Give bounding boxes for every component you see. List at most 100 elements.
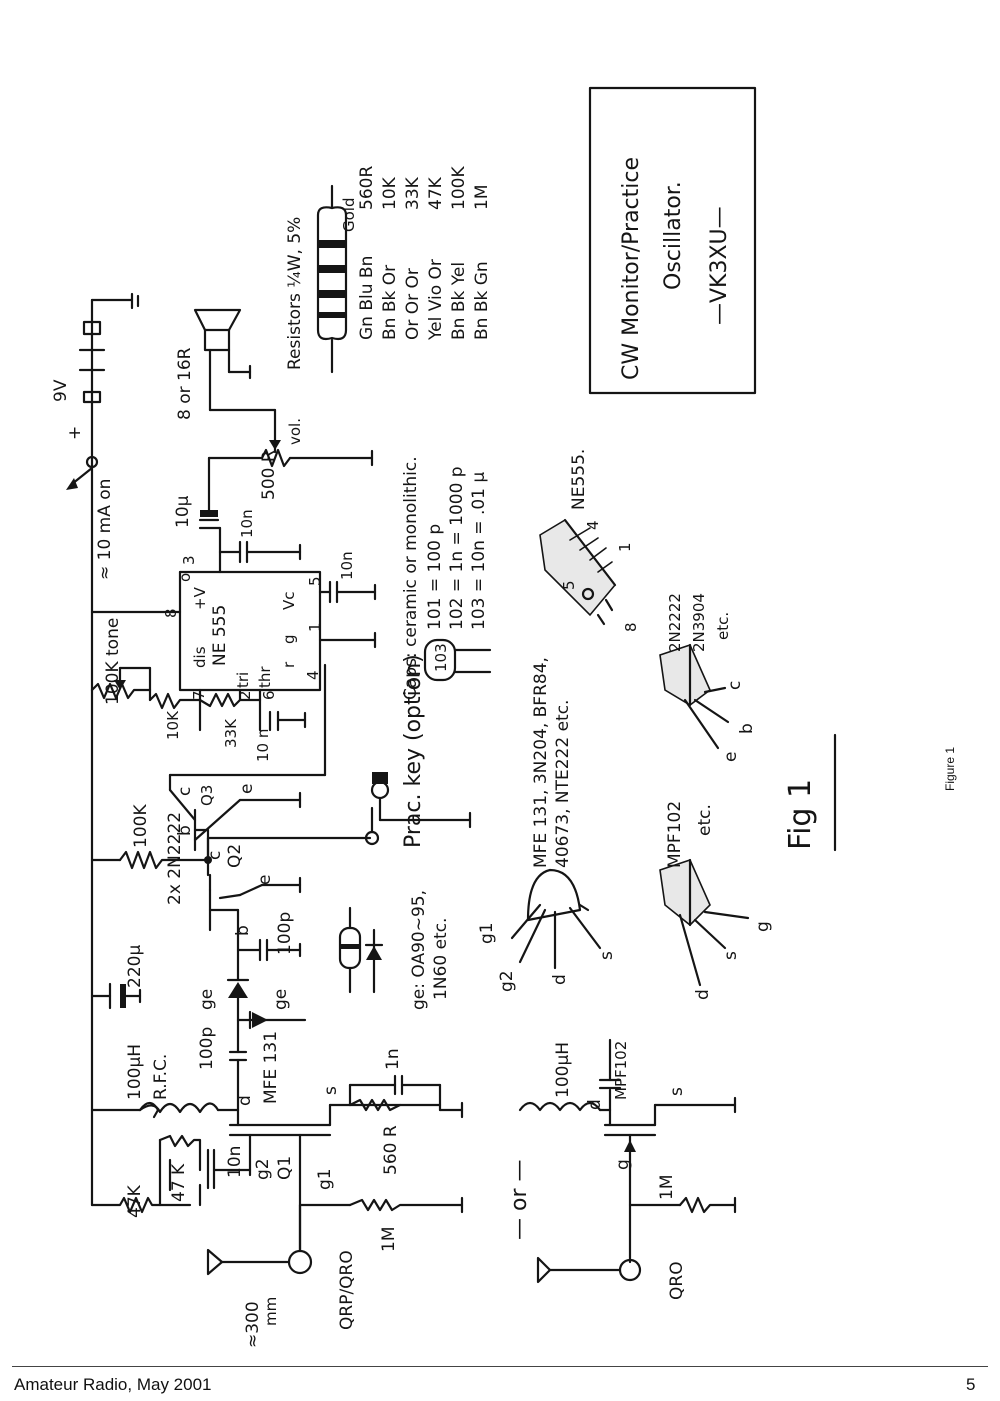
ne555-pin-4: 4 — [584, 520, 602, 530]
ne555-pin-8: 8 — [622, 622, 640, 632]
resistors-title: Resistors ¼W, 5% — [285, 217, 305, 370]
ne555-package-drawing — [539, 518, 617, 626]
q2-q3-section — [90, 663, 472, 932]
page-number: 5 — [966, 1375, 976, 1394]
ic-pin-4: 4 — [304, 670, 322, 680]
alt-q-label: MPF102 — [612, 1041, 630, 1100]
jfet-pin-s: s — [721, 951, 741, 960]
c10n-a-label: 10n — [225, 1146, 245, 1178]
ge-note-line1: ge: OA90~95, — [409, 890, 429, 1010]
caps-code-2: 102 = 1n = 1000 p — [447, 466, 467, 630]
antenna-length-num: ≈300 — [243, 1301, 263, 1348]
bjt-pin-b: b — [737, 723, 757, 734]
bjt-pin-c: c — [725, 681, 745, 690]
mosfet-pinout-drawing — [510, 868, 602, 970]
or-separator: — or — — [507, 1160, 532, 1241]
ic-pin-1: 1 — [306, 622, 324, 632]
resistor-value-1: 560R — [357, 166, 377, 210]
ne555-section — [90, 308, 377, 732]
r1m-label: 1M — [379, 1227, 399, 1252]
battery-plus: + — [65, 426, 85, 440]
ne555-pin-1: 1 — [616, 542, 634, 552]
bjt-pin-e: e — [721, 752, 741, 762]
bjt-label-3: etc. — [714, 612, 732, 640]
rfc-value-label: 100μH — [125, 1044, 145, 1100]
caps-code-drawing: 103 — [432, 643, 450, 672]
resistor-code-5: Bn Bk Yel — [449, 262, 469, 340]
ge-diode-drawing — [338, 906, 384, 994]
resistor-value-3: 33K — [403, 176, 423, 210]
prac-key-label: Prac. key (option) — [401, 654, 426, 848]
c220u-label: 220μ — [125, 945, 145, 988]
fig-label: Fig 1 — [783, 779, 818, 850]
ic-pin-7: 7 — [190, 690, 208, 700]
ic-pin-dis: dis — [191, 646, 209, 668]
q1-name-label: Q1 — [275, 1156, 295, 1180]
alt-g-label: g — [613, 1159, 633, 1170]
figure-caption-text: Figure 1 — [943, 746, 958, 792]
mosfet-pin-d: d — [550, 974, 570, 985]
ic-pin-o: o — [176, 573, 194, 582]
mosfet-pin-s: s — [597, 951, 617, 960]
alt-mpf102-circuit — [518, 1038, 737, 1284]
ic-pin-5: 5 — [306, 576, 324, 586]
ge-diode1-label: ge — [197, 989, 217, 1010]
ge-note-line2: 1N60 etc. — [431, 918, 451, 1000]
footer-rule — [12, 1366, 988, 1367]
rfc-name-label: R.F.C. — [151, 1054, 171, 1100]
ceramic-cap-drawing — [423, 638, 492, 682]
mosfet-pin-g2: g2 — [497, 970, 517, 992]
c10n-c-label: 10n — [338, 551, 356, 580]
mosfet-types-line2: 40673, NTE222 etc. — [553, 700, 573, 868]
alt-l100u-label: 100μH — [553, 1042, 573, 1098]
current-label: ≈ 10 mA on — [95, 479, 115, 580]
caps-code-3: 103 = 10n = .01 μ — [469, 472, 489, 630]
ic-pin-8: 8 — [162, 608, 180, 618]
r47k-top-label: 47K — [125, 1184, 145, 1218]
q3-label: Q3 — [198, 785, 216, 806]
antenna-main-label: QRP/QRO — [337, 1250, 357, 1330]
resistor-value-5: 100K — [449, 166, 469, 210]
ne555-pkg-label: NE555. — [569, 449, 589, 510]
c100p-a-label: 100p — [197, 1027, 217, 1070]
resistor-code-6: Bn Bk Gn — [472, 261, 492, 340]
resistor-illustration — [316, 184, 348, 374]
alt-d-label: d — [585, 1099, 605, 1110]
bjt-pinout-drawing — [659, 643, 730, 750]
resistor-code-2: Bn Bk Or — [380, 265, 400, 340]
ic-pin-v: +V — [191, 586, 209, 610]
q2-b-label: b — [233, 925, 253, 936]
resistor-value-6: 1M — [472, 185, 492, 210]
r47k-lower-label: 47 K — [169, 1163, 189, 1202]
title-box — [588, 86, 757, 395]
q1-section — [90, 1074, 464, 1276]
diagram-title: CW Monitor/Practice — [619, 157, 644, 380]
alt-antenna-label: QRO — [667, 1261, 687, 1300]
jfet-label: MPF102 — [665, 801, 685, 868]
pot500-label: 500 R — [259, 450, 279, 500]
r100k-a-label: 100K — [131, 804, 151, 848]
r10k-label: 10K — [164, 710, 182, 740]
c100p-b-label: 100p — [275, 912, 295, 955]
q2-e-label: e — [255, 875, 275, 885]
jfet-etc-label: etc. — [695, 804, 715, 836]
resistor-value-4: 47K — [426, 176, 446, 210]
c10u-label: 10μ — [173, 495, 193, 528]
c10n-d-label: 10n — [238, 509, 256, 538]
q2-c-label: c — [205, 851, 225, 860]
q23-type-label: 2x 2N2222 — [165, 812, 185, 905]
ic-pin-6: 6 — [260, 690, 278, 700]
schematic-diagram: CW Monitor/Practice Oscillator. —VK3XU— … — [51, 86, 837, 1348]
vol-label: vol. — [286, 418, 304, 445]
q1-g2-label: g2 — [253, 1158, 273, 1180]
ic-pin-vc: Vc — [280, 591, 298, 610]
caps-note-title: Caps: ceramic or monolithic. — [401, 456, 421, 700]
supply-rail — [66, 292, 140, 1207]
q2-label: Q2 — [225, 844, 245, 868]
jfet-pin-d: d — [693, 989, 713, 1000]
figure-caption: Figure 1 — [938, 740, 978, 800]
diagram-title-line2: Oscillator. — [661, 181, 686, 290]
ic-pin-r: r — [280, 661, 298, 668]
footer-publication: Amateur Radio, May 2001 — [14, 1375, 212, 1394]
speaker-label: 8 or 16R — [175, 347, 195, 420]
